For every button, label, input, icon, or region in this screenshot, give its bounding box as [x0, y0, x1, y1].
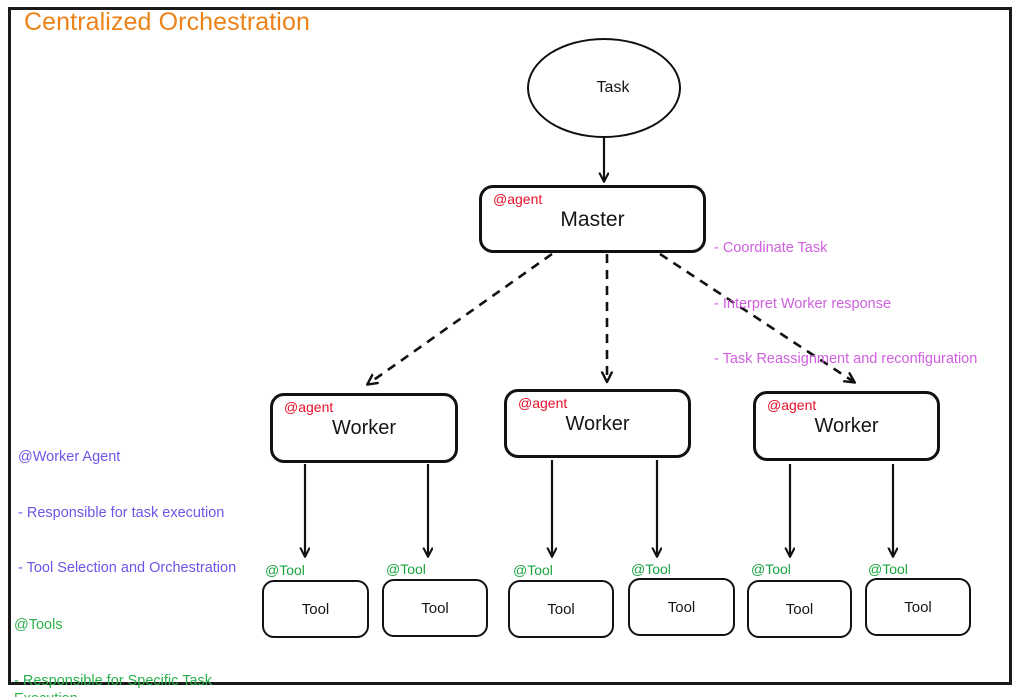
annotation-tool-line-2: - Responsible for Specific Task Executio… [14, 672, 212, 697]
annotation-worker-line-3: - Tool Selection and Orchestration [18, 560, 237, 577]
node-tool-3-label: Tool [547, 600, 575, 618]
node-worker-1[interactable]: @agent Worker [270, 393, 458, 463]
annotation-master-line-3: - Task Reassignment and reconfiguration [714, 351, 978, 368]
node-worker-3[interactable]: @agent Worker [753, 391, 940, 461]
node-tool-5-tag: @Tool [751, 561, 791, 577]
node-master-label: Master [560, 207, 625, 231]
node-tool-2-label: Tool [421, 599, 449, 617]
node-tool-5-label: Tool [785, 600, 814, 618]
annotation-worker-line-1: @Worker Agent [18, 449, 121, 466]
annotation-tool-line-1: @Tools [14, 617, 63, 634]
node-tool-1-tag: @Tool [265, 562, 305, 578]
node-master[interactable]: @agent Master [479, 185, 706, 253]
node-tool-4-tag: @Tool [631, 561, 671, 577]
annotation-worker-notes: @Worker Agent - Responsible for task exe… [18, 411, 236, 615]
node-worker-2-tag: @agent [518, 395, 568, 411]
node-worker-1-label: Worker [331, 417, 397, 439]
annotation-worker-line-2: - Responsible for task execution [18, 504, 225, 521]
node-worker-2[interactable]: @agent Worker [504, 389, 691, 458]
node-worker-3-tag: @agent [767, 397, 817, 413]
node-tool-1-label: Tool [301, 600, 330, 618]
node-tool-2[interactable]: Tool [382, 579, 488, 637]
node-tool-4[interactable]: Tool [628, 578, 735, 636]
annotation-master-line-2: - Interpret Worker response [714, 295, 892, 312]
node-tool-5[interactable]: Tool [747, 580, 852, 638]
annotation-master-line-1: - Coordinate Task [714, 240, 828, 257]
node-tool-6[interactable]: Tool [865, 578, 971, 636]
node-task-label: Task [596, 79, 630, 96]
node-tool-4-label: Tool [667, 598, 696, 616]
annotation-tool-notes: @Tools - Responsible for Specific Task E… [14, 579, 242, 697]
node-worker-3-label: Worker [814, 415, 879, 437]
node-tool-6-tag: @Tool [868, 561, 908, 577]
node-task[interactable]: Task [527, 38, 681, 138]
node-tool-3[interactable]: Tool [508, 580, 614, 638]
node-tool-6-label: Tool [904, 598, 932, 616]
node-tool-1[interactable]: Tool [262, 580, 369, 638]
node-worker-1-tag: @agent [284, 399, 334, 415]
node-tool-2-tag: @Tool [386, 561, 426, 577]
node-master-tag: @agent [493, 191, 543, 207]
node-tool-3-tag: @Tool [513, 562, 553, 578]
page-title: Centralized Orchestration [24, 8, 310, 36]
node-worker-2-label: Worker [565, 412, 630, 435]
annotation-master-notes: - Coordinate Task - Interpret Worker res… [714, 202, 977, 406]
